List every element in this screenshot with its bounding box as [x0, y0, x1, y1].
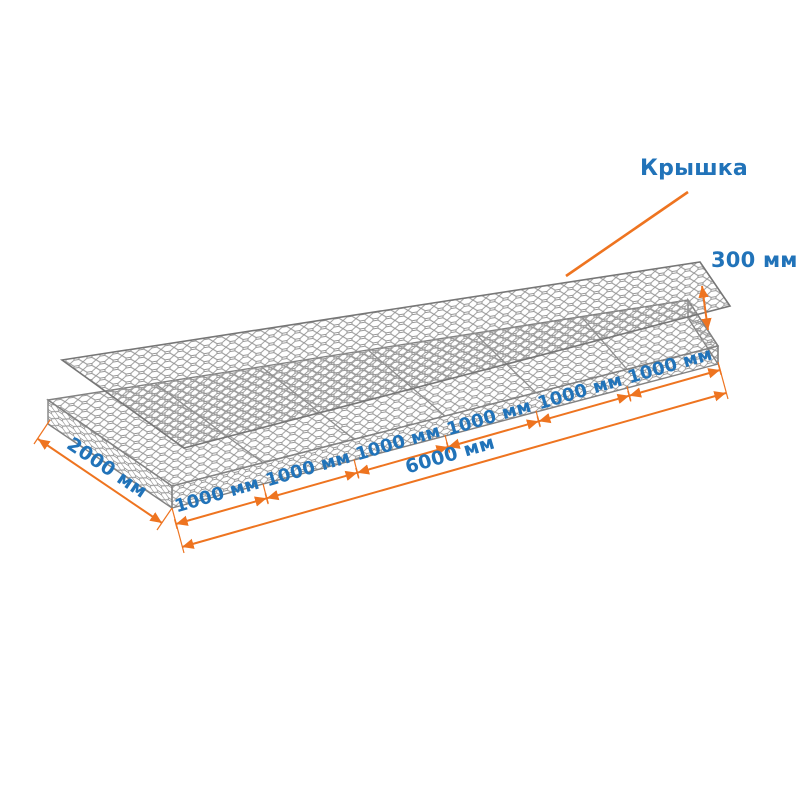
segment-tick [717, 364, 723, 376]
height-dimension-line [698, 285, 712, 331]
segment-tick [173, 518, 179, 530]
length-dimension-line [181, 391, 727, 549]
width-extension-line [33, 419, 51, 445]
lid-leader-line [565, 190, 689, 278]
width-dimension-line [37, 438, 163, 524]
dimension-annotations [33, 190, 729, 554]
width-extension-line [156, 507, 173, 531]
height-dim-label: 300 мм [711, 248, 798, 272]
lid-label: Крышка [640, 156, 748, 181]
